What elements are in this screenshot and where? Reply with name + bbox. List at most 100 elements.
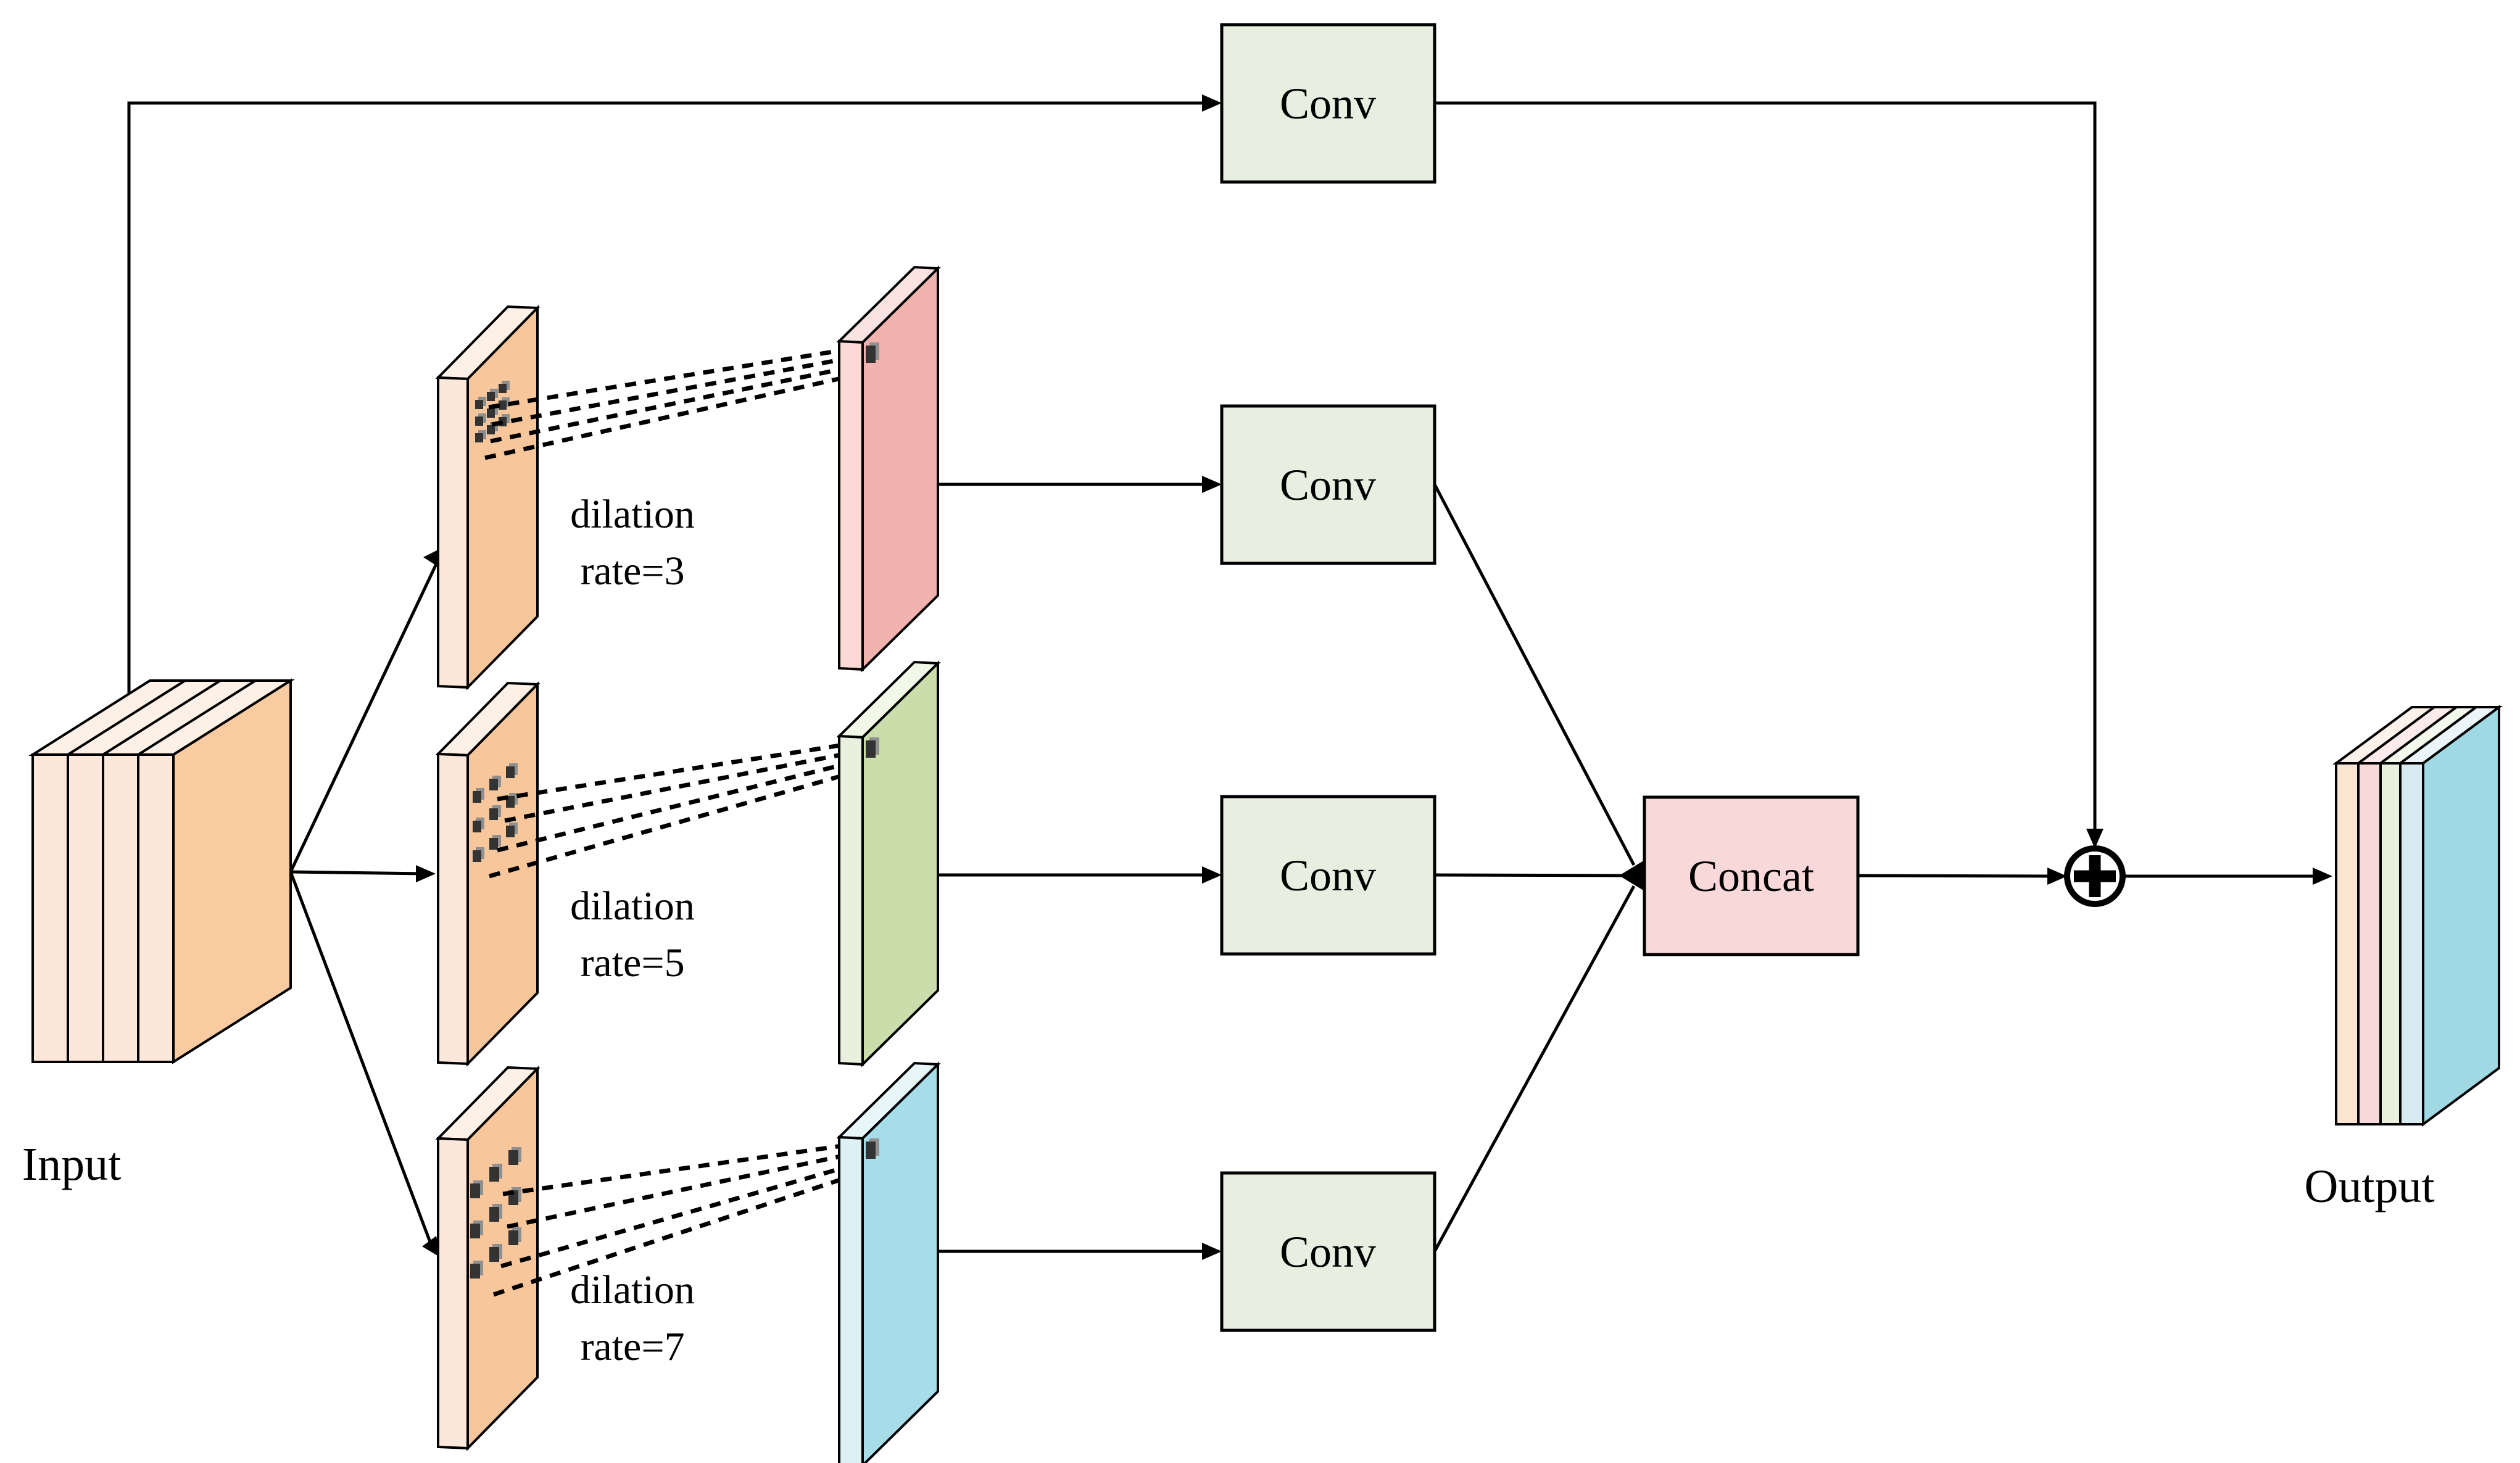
kernel-dot (489, 838, 498, 850)
fanout-line-branch1 (289, 562, 439, 873)
kernel-dot (489, 1247, 499, 1262)
output-dot-green (866, 740, 876, 758)
dilation-rate5-line2: rate=5 (580, 940, 684, 985)
projection-b1-3 (490, 362, 867, 444)
kernel-dot (506, 826, 515, 837)
kernel-dot (473, 791, 481, 803)
kernel-dot (475, 417, 483, 426)
skip-line-left (127, 101, 1214, 716)
conv-box-branch3-label: Conv (1280, 1227, 1376, 1277)
input-channel-1 (31, 753, 69, 1063)
projection-b3-4 (492, 1169, 868, 1297)
kernel-dot (475, 400, 483, 409)
arrowheads (416, 94, 2332, 1260)
concat-box-label: Concat (1688, 852, 1814, 901)
input-channel-4 (137, 753, 175, 1063)
arrowhead-skip-into-conv (1202, 94, 1222, 112)
feature-slab-green (836, 660, 941, 1067)
kernel-projection-lines (484, 344, 868, 1297)
kernel-dot (487, 408, 495, 418)
kernel-dot (473, 821, 481, 832)
projection-b1-2 (491, 353, 864, 427)
projection-b1-1 (488, 344, 864, 410)
projection-b3-2 (507, 1149, 864, 1229)
concat-merge-wedge (1619, 860, 1644, 891)
kernel-dot (489, 779, 498, 790)
conv2-to-concat-line (1434, 873, 1630, 877)
op-boxes: Conv Conv Conv Conv Concat (1220, 23, 1860, 1332)
slab-strip-face (437, 752, 469, 1066)
slab-strip-face (838, 734, 864, 1066)
output-dot-red (866, 346, 876, 363)
slab-strip-face (838, 339, 864, 671)
projection-b3-3 (500, 1159, 867, 1269)
kernel-dot (508, 1230, 518, 1245)
fanout-line-branch3 (289, 871, 435, 1251)
conv-box-skip (1220, 23, 1436, 184)
kernel-dot (487, 392, 495, 401)
feature-slab-blue (836, 1061, 941, 1463)
output-label: Output (2304, 1161, 2434, 1212)
dilation-slab-rate5 (435, 681, 541, 1067)
conv-box-branch1 (1220, 404, 1436, 565)
conv-box-branch1-label: Conv (1280, 460, 1376, 510)
dilation-rate7-line1: dilation (570, 1267, 695, 1312)
arrowhead-into-conv1 (1202, 476, 1222, 493)
output-side-face (2422, 705, 2500, 1127)
dilation-slab-rate3 (435, 305, 541, 690)
arrowhead-fan-branch2 (416, 865, 436, 882)
kernel-dot (506, 766, 515, 778)
slab-strip-face (437, 376, 469, 689)
arrowhead-into-conv2 (1202, 866, 1222, 884)
kernel-dot (470, 1224, 480, 1238)
arrowhead-into-output (2313, 868, 2332, 885)
arrowhead-into-conv3 (1202, 1243, 1222, 1260)
dilation-slab-rate7 (435, 1066, 541, 1451)
input-tensor-stack (28, 678, 295, 1064)
conv-box-branch3 (1220, 1171, 1436, 1332)
kernel-dot (499, 384, 507, 393)
fanout-line-branch2 (290, 870, 426, 876)
conv1-to-concat-line (1433, 483, 1636, 866)
input-top-divider-3 (137, 679, 257, 756)
output-tensor-stack (2332, 705, 2503, 1127)
kernel-dot (470, 1183, 480, 1198)
kernel-dot (508, 1150, 518, 1165)
dilation-rate3-line1: dilation (570, 492, 695, 537)
projection-b3-1 (502, 1140, 864, 1196)
input-label: Input (22, 1138, 121, 1190)
input-channel-3 (102, 753, 139, 1063)
slab-strip-face (437, 1137, 469, 1450)
input-top-divider-1 (67, 679, 186, 756)
kernel-dot (475, 433, 483, 442)
kernel-grid-rate-5 (473, 763, 518, 862)
input-channel-2 (67, 753, 104, 1063)
projection-b2-4 (489, 766, 867, 879)
feature-slab-red (836, 265, 941, 673)
projection-b2-3 (497, 756, 867, 853)
arrowhead-into-plus-left (2047, 868, 2067, 885)
output-kernel-dots (866, 342, 879, 1159)
connector-lines (127, 101, 2320, 1253)
dilation-rate5-line1: dilation (570, 884, 695, 929)
dilation-labels: dilation rate=3 dilation rate=5 dilation… (570, 492, 695, 1369)
projection-b1-4 (484, 370, 867, 460)
arrowhead-into-plus-top (2086, 829, 2103, 848)
slab-strip-face (838, 1135, 864, 1463)
dilation-rate3-line2: rate=3 (580, 549, 684, 594)
arrowhead-fan-branch3 (422, 1236, 441, 1258)
kernel-dot (489, 1207, 499, 1222)
concat-box (1643, 795, 1860, 956)
conv-box-skip-label: Conv (1280, 79, 1376, 128)
dilation-rate7-line2: rate=7 (580, 1324, 684, 1369)
kernel-dot (499, 400, 507, 410)
kernel-dot (487, 425, 495, 434)
kernel-dot (489, 1167, 499, 1182)
output-channel-4 (2399, 762, 2424, 1125)
kernel-dot (470, 1264, 480, 1279)
projection-b2-2 (504, 748, 864, 823)
kernel-dot (489, 808, 498, 820)
projection-b2-1 (497, 739, 864, 802)
